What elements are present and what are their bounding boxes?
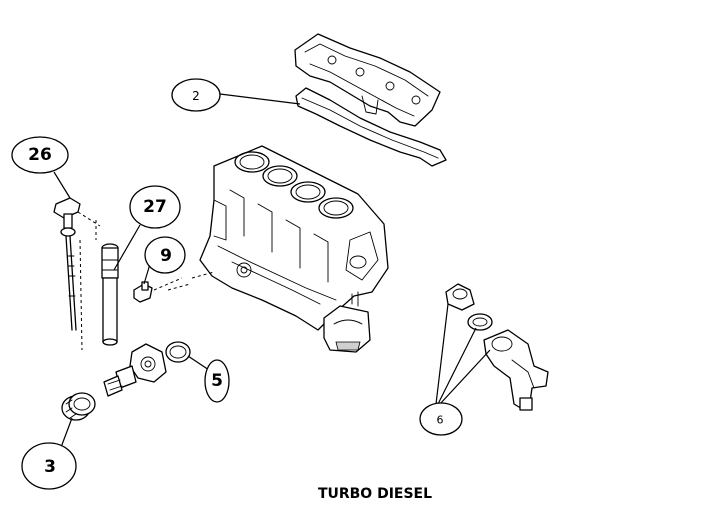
dipstick	[53, 197, 101, 351]
callout-3: 3	[21, 442, 77, 490]
thermostat-housing	[445, 283, 549, 411]
callout-6: 6	[419, 402, 463, 436]
callout-3-label: 3	[44, 457, 56, 477]
callout-9: 9	[144, 236, 186, 274]
callout-26-label: 26	[28, 145, 52, 165]
callout-5: 5	[204, 359, 230, 403]
sensor	[133, 277, 183, 303]
callout-6-label: 6	[437, 414, 444, 427]
dipstick-tube	[95, 220, 119, 346]
oil-filter	[61, 392, 96, 421]
callout-2-label: 2	[192, 89, 200, 103]
seal-ring	[165, 341, 191, 363]
leader-lines	[53, 93, 491, 451]
diagram-caption: TURBO DIESEL	[317, 486, 433, 502]
callout-27: 27	[129, 185, 181, 229]
callout-27-label: 27	[143, 197, 167, 217]
cylinder-head-cover-gasket	[294, 33, 447, 167]
engine-block	[167, 145, 389, 353]
callout-9-label: 9	[160, 246, 172, 266]
callout-26: 26	[11, 136, 69, 174]
callout-5-label: 5	[211, 371, 223, 391]
callout-2: 2	[171, 78, 221, 112]
oil-pump	[103, 343, 167, 397]
